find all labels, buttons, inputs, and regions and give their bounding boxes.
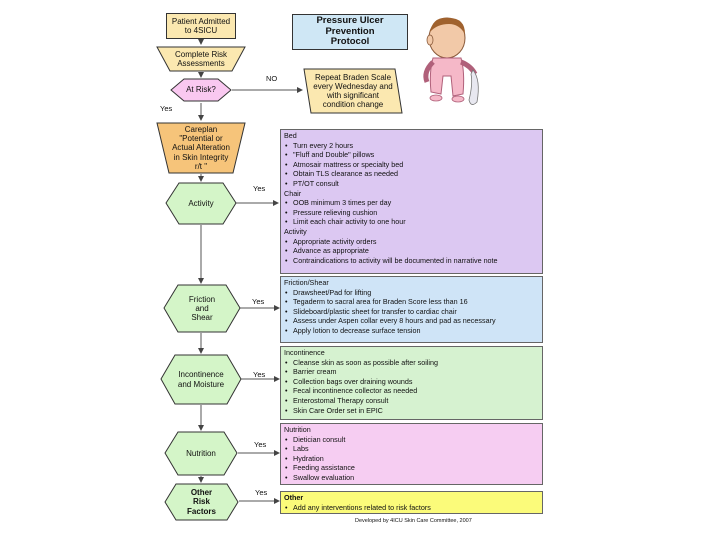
repeat-braden-label: Repeat Braden Scale every Wednesday and … xyxy=(313,72,393,110)
credit-line: Developed by 4ICU Skin Care Committee, 2… xyxy=(355,518,472,524)
chair-item: OOB minimum 3 times per day xyxy=(284,198,539,208)
bed-item: Turn every 2 hours xyxy=(284,141,539,151)
nutrition-item: Swallow evaluation xyxy=(284,473,539,483)
friction-shear-panel: Friction/Shear Drawsheet/Pad for lifting… xyxy=(280,276,543,343)
bed-item: Obtain TLS clearance as needed xyxy=(284,169,539,179)
other-item: Add any interventions related to risk fa… xyxy=(284,503,539,513)
incontinence-heading: Incontinence xyxy=(284,348,325,357)
other-risk-label: Other Risk Factors xyxy=(187,488,216,516)
at-risk-decision: At Risk? xyxy=(170,78,232,102)
at-risk-label: At Risk? xyxy=(186,85,216,95)
bed-item: "Fluff and Double" pillows xyxy=(284,150,539,160)
incontinence-item: Enterostomal Therapy consult xyxy=(284,396,539,406)
friction-item: Slideboard/plastic sheet for transfer to… xyxy=(284,307,539,317)
yes-label-friction: Yes xyxy=(252,297,265,306)
friction-node: Friction and Shear xyxy=(163,284,241,333)
yes-label-at-risk: Yes xyxy=(160,104,173,113)
chair-item: Limit each chair activity to one hour xyxy=(284,217,539,227)
careplan-label: Careplan "Potential or Actual Alteration… xyxy=(172,125,230,171)
nutrition-panel: Nutrition Dietician consult Labs Hydrati… xyxy=(280,423,543,485)
bed-heading: Bed xyxy=(284,131,297,140)
protocol-title: Pressure Ulcer Prevention Protocol xyxy=(316,14,384,48)
friction-item: Apply lotion to decrease surface tension xyxy=(284,326,539,336)
patient-admitted-label: Patient Admitted to 4SICU xyxy=(171,16,231,35)
incontinence-item: Skin Care Order set in EPIC xyxy=(284,406,539,416)
friction-item: Assess under Aspen collar every 8 hours … xyxy=(284,316,539,326)
nutrition-item: Labs xyxy=(284,444,539,454)
incontinence-label: Incontinence and Moisture xyxy=(177,370,225,389)
incontinence-item: Cleanse skin as soon as possible after s… xyxy=(284,358,539,368)
no-label: NO xyxy=(266,74,278,83)
risk-assessment-label: Complete Risk Assessments xyxy=(174,49,227,68)
other-panel: Other Add any interventions related to r… xyxy=(280,491,543,514)
incontinence-item: Fecal incontinence collector as needed xyxy=(284,386,539,396)
protocol-title-box: Pressure Ulcer Prevention Protocol xyxy=(292,14,408,50)
risk-assessment-step: Complete Risk Assessments xyxy=(156,46,246,72)
yes-label-activity: Yes xyxy=(253,184,266,193)
repeat-braden-step: Repeat Braden Scale every Wednesday and … xyxy=(303,68,403,114)
activity-item: Contraindications to activity will be do… xyxy=(284,256,539,266)
activity-item: Advance as appropriate xyxy=(284,246,539,256)
friction-heading: Friction/Shear xyxy=(284,278,329,287)
friction-label: Friction and Shear xyxy=(188,294,216,323)
other-risk-node: Other Risk Factors xyxy=(164,483,239,521)
activity-heading: Activity xyxy=(284,226,307,236)
activity-label: Activity xyxy=(188,198,214,208)
careplan-step: Careplan "Potential or Actual Alteration… xyxy=(156,122,246,174)
nutrition-label: Nutrition xyxy=(186,448,216,458)
friction-item: Drawsheet/Pad for lifting xyxy=(284,288,539,298)
nutrition-heading: Nutrition xyxy=(284,425,311,434)
other-heading: Other xyxy=(284,493,304,502)
yes-label-incontinence: Yes xyxy=(253,370,266,379)
incontinence-panel: Incontinence Cleanse skin as soon as pos… xyxy=(280,346,543,420)
yes-label-nutrition: Yes xyxy=(254,440,267,449)
baby-illustration xyxy=(423,17,479,105)
patient-admitted-box: Patient Admitted to 4SICU xyxy=(166,13,236,39)
nutrition-node: Nutrition xyxy=(164,431,238,476)
bed-item: Atmosair mattress or specialty bed xyxy=(284,160,539,170)
yes-label-other: Yes xyxy=(255,488,268,497)
activity-item: Appropriate activity orders xyxy=(284,237,539,247)
incontinence-item: Barrier cream xyxy=(284,367,539,377)
incontinence-node: Incontinence and Moisture xyxy=(160,354,242,405)
bed-chair-activity-panel: Bed Turn every 2 hours "Fluff and Double… xyxy=(280,129,543,274)
nutrition-item: Hydration xyxy=(284,454,539,464)
activity-node: Activity xyxy=(165,182,237,225)
chair-heading: Chair xyxy=(284,188,302,198)
nutrition-item: Feeding assistance xyxy=(284,463,539,473)
friction-item: Tegaderm to sacral area for Braden Score… xyxy=(284,297,539,307)
incontinence-item: Collection bags over draining wounds xyxy=(284,377,539,387)
chair-item: Pressure relieving cushion xyxy=(284,208,539,218)
bed-item: PT/OT consult xyxy=(284,179,539,189)
nutrition-item: Dietician consult xyxy=(284,435,539,445)
